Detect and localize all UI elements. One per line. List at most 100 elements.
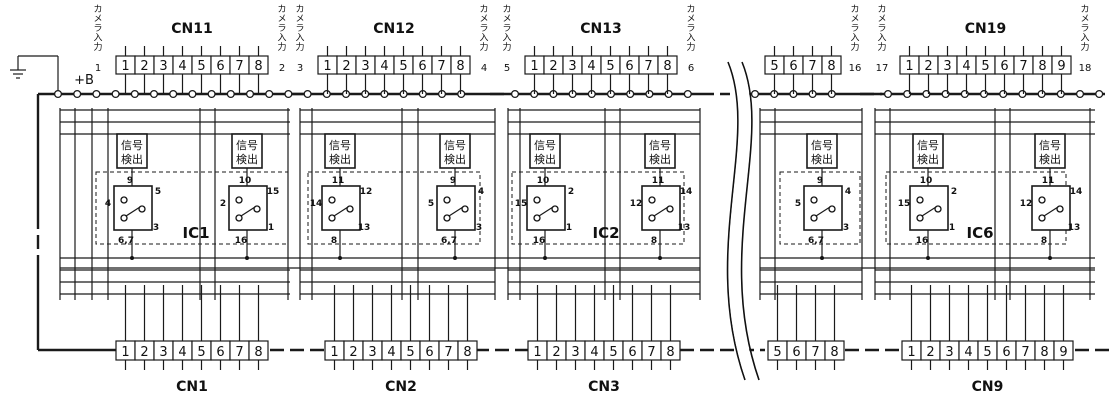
bottom-connector-cn1 [115, 340, 269, 361]
camera-input-number: 18 [1079, 63, 1092, 74]
top-connector-cn12 [317, 55, 471, 75]
bus-node [284, 89, 293, 99]
pin-number: 5 [609, 345, 617, 360]
switch-blade [240, 206, 256, 217]
signal-detect-label: 信号 [1039, 139, 1061, 152]
ic-pin-number: 14 [310, 199, 323, 209]
svg-text:メ: メ [1080, 15, 1089, 25]
switch-contact [533, 214, 541, 222]
signal-detect-label: 検出 [917, 152, 939, 166]
analog-switch [526, 185, 566, 231]
pin-number: 5 [197, 59, 205, 74]
pin-number: 5 [406, 345, 414, 360]
signal-detect-label: 信号 [534, 139, 556, 152]
connector-name: CN13 [580, 21, 621, 37]
svg-text:カ: カ [277, 4, 286, 15]
pin-number: 6 [216, 345, 224, 360]
pin-number: 1 [533, 345, 541, 360]
switch-contact [916, 214, 924, 222]
pin-number: 7 [808, 59, 816, 74]
pin-number: 6 [1000, 59, 1008, 74]
pin-number: 2 [342, 59, 350, 74]
pin-number: 6 [625, 59, 633, 74]
switch-blade [1043, 206, 1059, 217]
pin-number: 6 [789, 59, 797, 74]
pin-number: 1 [905, 59, 913, 74]
svg-text:力: 力 [479, 41, 488, 53]
ic-pin-number: 9 [817, 176, 823, 186]
svg-text:カ: カ [479, 4, 488, 15]
pin-number: 6 [425, 345, 433, 360]
signal-detect-label: 検出 [121, 152, 143, 166]
junction-dot [338, 256, 342, 260]
pin-number: 2 [349, 345, 357, 360]
pin-number: 2 [924, 59, 932, 74]
ic-pin-number: 4 [478, 187, 484, 197]
switch-contact [120, 214, 128, 222]
bus-node [645, 89, 654, 99]
pin-number: 7 [235, 59, 243, 74]
ic-package-outline [511, 171, 685, 245]
pin-number: 7 [1021, 345, 1029, 360]
signal-detect-label: 信号 [329, 139, 351, 152]
bus-node [626, 89, 635, 99]
switch-contact [443, 196, 451, 204]
pin-number: 4 [387, 345, 395, 360]
connector-pin [248, 55, 269, 75]
signal-detect-label: 検出 [1039, 152, 1061, 166]
top-connector-cn11 [115, 55, 269, 75]
junction-dot [1048, 256, 1052, 260]
pin-number: 8 [663, 59, 671, 74]
bus-node [683, 89, 692, 99]
pin-number: 5 [983, 345, 991, 360]
top-connector-partial [764, 55, 842, 75]
break-line [726, 61, 746, 381]
signal-detect-label: 検出 [236, 152, 258, 166]
signal-detect-block [231, 133, 263, 169]
ic-pin-number: 2 [951, 187, 957, 197]
pin-number: 4 [178, 345, 186, 360]
ic-package-outline [95, 171, 289, 245]
bottom-connector-cn9 [901, 340, 1074, 361]
bus-node [903, 89, 912, 99]
switch-blade [538, 206, 554, 217]
switch-contact [533, 196, 541, 204]
svg-text:入: 入 [850, 33, 859, 44]
camera-input-number: 6 [688, 63, 694, 74]
signal-detect-block [912, 133, 944, 169]
pin-number: 4 [964, 345, 972, 360]
connector-name: CN11 [171, 21, 212, 37]
pin-number: 6 [792, 345, 800, 360]
svg-text:メ: メ [295, 15, 304, 25]
ic-pin-number: 6,7 [118, 236, 134, 246]
analog-switch [436, 185, 476, 231]
pin-number: 3 [361, 59, 369, 74]
junction-dot [820, 256, 824, 260]
pin-number: 1 [530, 59, 538, 74]
pin-number: 2 [140, 59, 148, 74]
ic-pin-number: 16 [235, 236, 248, 246]
pin-number: 4 [178, 59, 186, 74]
bus-node [169, 89, 178, 99]
ic-pin-number: 8 [1041, 236, 1047, 246]
pin-number: 9 [1059, 345, 1067, 360]
pin-number: 8 [254, 345, 262, 360]
bus-node [883, 89, 893, 99]
signal-detect-label: 信号 [121, 139, 143, 152]
ic-pin-number: 5 [795, 199, 801, 209]
camera-input-number: 4 [481, 63, 487, 74]
pin-number: 6 [418, 59, 426, 74]
svg-text:カ: カ [1080, 4, 1089, 15]
connector-pin [1053, 340, 1074, 361]
